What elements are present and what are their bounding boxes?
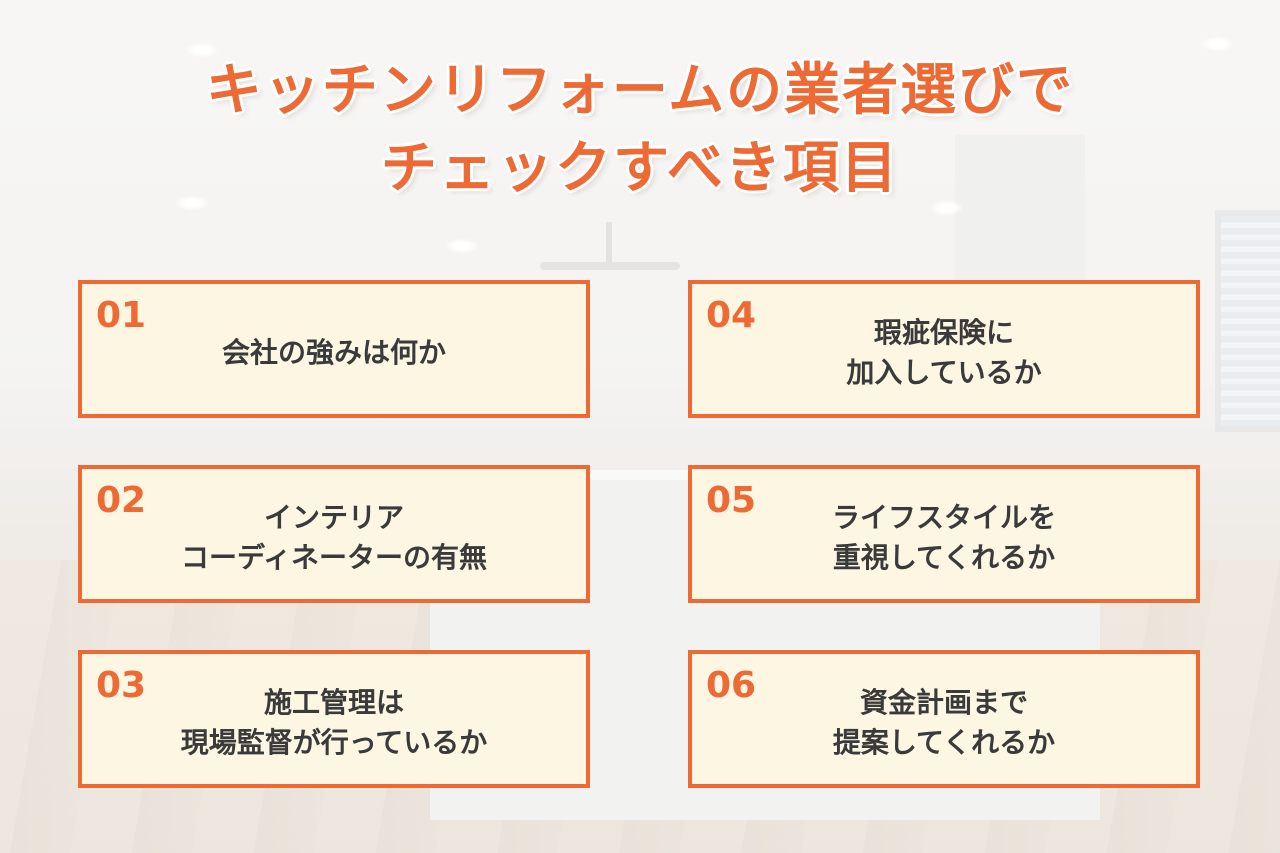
card-text: 資金計画まで 提案してくれるか	[692, 654, 1196, 784]
card-text-line: インテリア	[263, 501, 404, 534]
card-text-line: 資金計画まで	[859, 686, 1028, 719]
card-number: 03	[96, 665, 147, 706]
card-text-line: 会社の強みは何か	[221, 336, 446, 369]
card-text-line: 瑕疵保険に	[873, 316, 1014, 349]
background-ceiling-fan	[540, 262, 680, 270]
checklist-card-04: 04 瑕疵保険に 加入しているか	[688, 280, 1200, 418]
page-title-line-2: チェックすべき項目	[380, 136, 900, 201]
card-text: ライフスタイルを 重視してくれるか	[692, 469, 1196, 599]
background-window	[1215, 210, 1280, 432]
background-fan-stem	[606, 222, 612, 266]
card-text-line: 加入しているか	[846, 356, 1042, 389]
card-text-line: 施工管理は	[263, 686, 404, 719]
card-number: 01	[96, 295, 147, 336]
background-range-hood	[955, 135, 1085, 285]
card-text-line: コーディネーターの有無	[180, 541, 488, 574]
card-text: インテリア コーディネーターの有無	[82, 469, 586, 599]
background-ceiling-light	[1200, 36, 1234, 52]
background-ceiling-light	[445, 238, 479, 254]
card-number: 04	[706, 295, 757, 336]
card-text-line: ライフスタイルを	[831, 501, 1056, 534]
checklist-card-03: 03 施工管理は 現場監督が行っているか	[78, 650, 590, 788]
card-number: 06	[706, 665, 757, 706]
card-number: 02	[96, 480, 147, 521]
checklist-card-05: 05 ライフスタイルを 重視してくれるか	[688, 465, 1200, 603]
background-ceiling-light	[930, 200, 964, 216]
card-text-line: 重視してくれるか	[832, 541, 1056, 574]
card-text-line: 現場監督が行っているか	[180, 726, 488, 759]
background-ceiling-light	[175, 195, 209, 211]
card-text: 会社の強みは何か	[82, 284, 586, 414]
checklist-card-06: 06 資金計画まで 提案してくれるか	[688, 650, 1200, 788]
card-text: 施工管理は 現場監督が行っているか	[82, 654, 586, 784]
card-text: 瑕疵保険に 加入しているか	[692, 284, 1196, 414]
page-title: キッチンリフォームの業者選びで チェックすべき項目	[0, 52, 1280, 208]
card-number: 05	[706, 480, 757, 521]
background-ceiling-light	[185, 42, 219, 58]
card-text-line: 提案してくれるか	[832, 726, 1056, 759]
page-title-line-1: キッチンリフォームの業者選びで	[205, 58, 1075, 123]
checklist-card-02: 02 インテリア コーディネーターの有無	[78, 465, 590, 603]
checklist-card-01: 01 会社の強みは何か	[78, 280, 590, 418]
